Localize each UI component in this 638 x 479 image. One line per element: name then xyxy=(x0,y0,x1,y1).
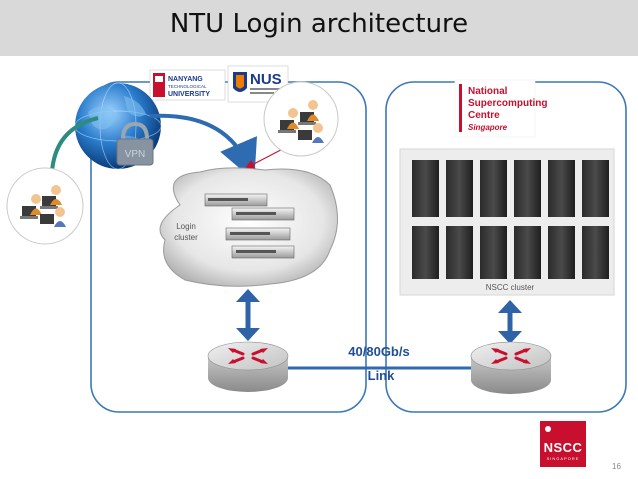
user-workstation-icon xyxy=(298,123,324,143)
remote-users-group xyxy=(6,167,84,245)
user-workstation-icon xyxy=(278,108,299,133)
nscc-org-line2: Supercomputing xyxy=(468,98,547,109)
nscc-router-icon xyxy=(470,341,552,394)
vpn-label: VPN xyxy=(125,149,146,160)
ntu-logo-text-3: UNIVERSITY xyxy=(168,91,210,98)
link-label: Link xyxy=(368,368,395,383)
page-number: 16 xyxy=(612,462,621,471)
nscc-corner-logo: NSCC SINGAPORE xyxy=(540,421,586,467)
slide-title: NTU Login architecture xyxy=(169,9,469,39)
nscc-router-double-arrow xyxy=(498,300,522,344)
user-workstation-icon xyxy=(298,100,319,125)
nscc-cluster-label: NSCC cluster xyxy=(486,283,535,292)
nscc-org-line3: Centre xyxy=(468,110,500,121)
nus-logo-text: NUS xyxy=(250,71,282,88)
ntu-logo-text-2: TECHNOLOGICAL xyxy=(168,84,207,89)
vpn-to-login-arrow xyxy=(149,113,257,181)
login-cluster: Login cluster xyxy=(159,167,338,287)
ntu-logo: NANYANG TECHNOLOGICAL UNIVERSITY xyxy=(149,69,226,101)
user-workstation-icon xyxy=(40,207,66,227)
vpn-lock-icon: VPN xyxy=(116,121,154,166)
nscc-logo-dot xyxy=(545,426,551,432)
rack-row-top xyxy=(412,160,609,217)
login-router-double-arrow xyxy=(236,289,260,341)
title-bar xyxy=(0,0,638,56)
link-speed-label: 40/80Gb/s xyxy=(348,344,409,359)
ntu-router-icon xyxy=(207,341,289,392)
nscc-cluster: NSCC cluster xyxy=(399,148,615,296)
server-stack-icon xyxy=(204,193,295,259)
login-cluster-label-1: Login xyxy=(176,222,196,231)
nscc-org-line1: National xyxy=(468,86,508,97)
campus-users-group xyxy=(263,81,339,157)
user-workstation-icon xyxy=(40,185,62,209)
nscc-logo-subtext: SINGAPORE xyxy=(546,456,580,461)
ntu-logo-text-1: NANYANG xyxy=(168,76,203,83)
nscc-logo-text: NSCC xyxy=(543,440,583,455)
nscc-org-logo: National Supercomputing Centre Singapore xyxy=(454,79,547,138)
user-workstation-icon xyxy=(20,194,42,219)
login-cluster-label-2: cluster xyxy=(174,233,198,242)
nscc-org-line4: Singapore xyxy=(468,123,508,132)
rack-row-bottom xyxy=(412,226,609,279)
